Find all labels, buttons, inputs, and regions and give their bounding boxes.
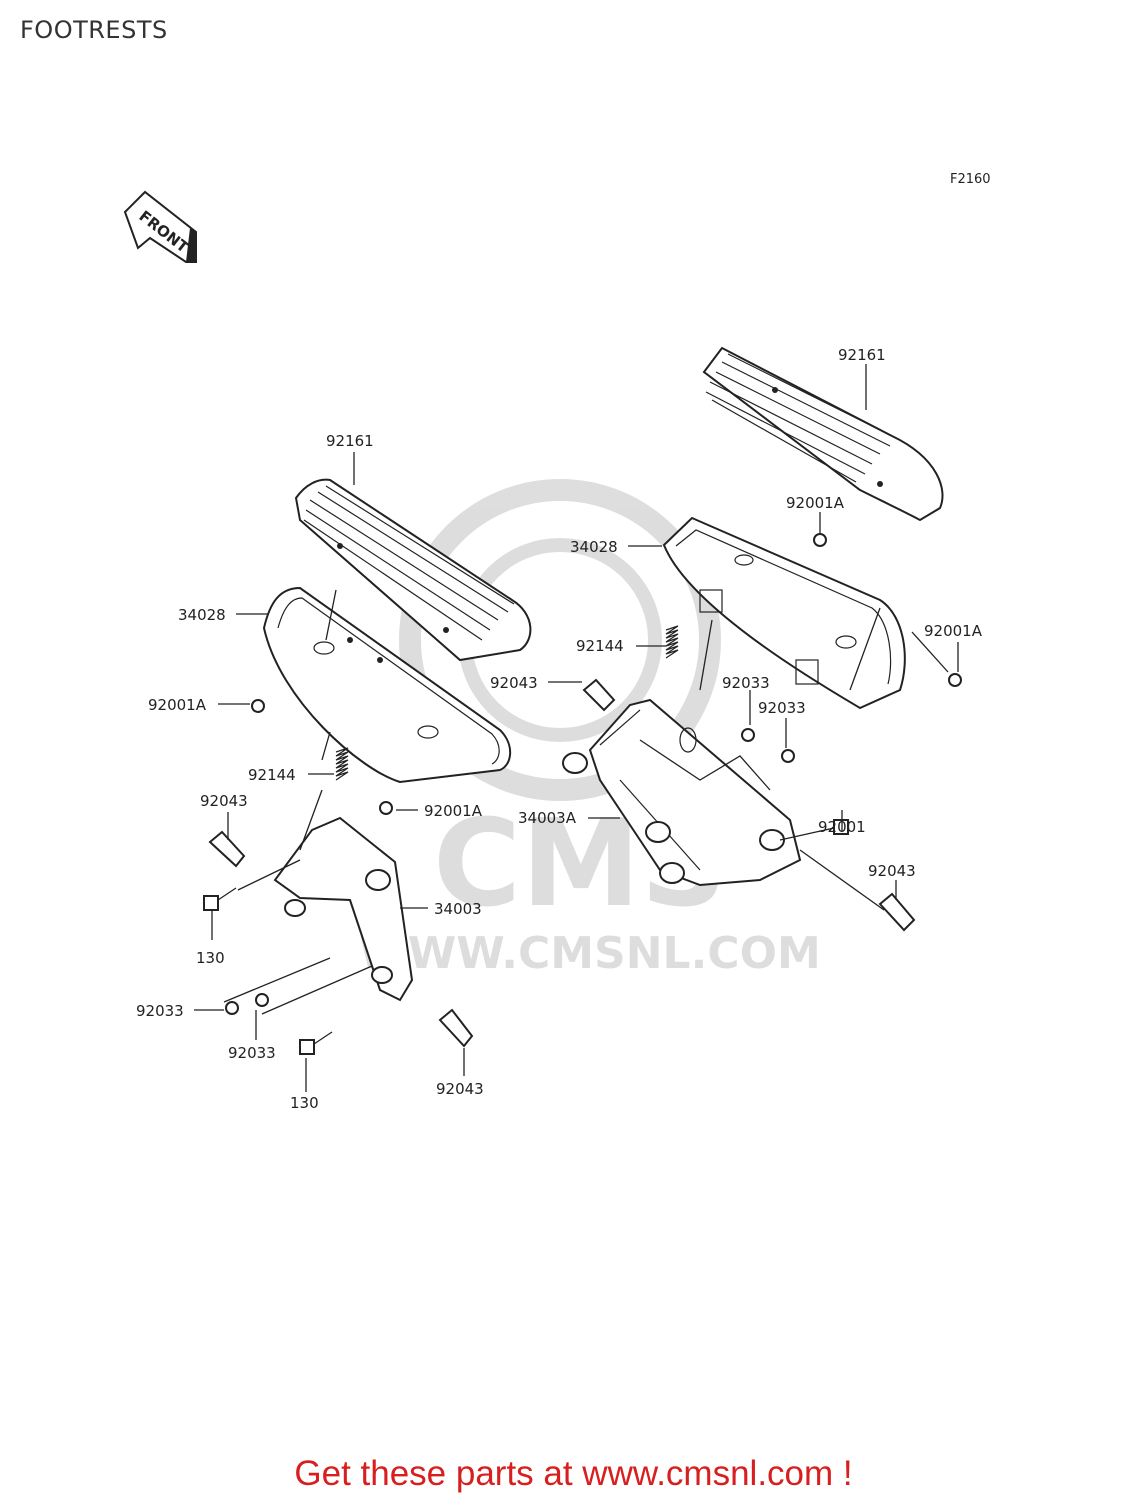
right-spring-icon <box>665 625 679 659</box>
callout-label: 34003 <box>434 900 482 918</box>
diagram-code: F2160 <box>950 172 991 187</box>
bolt-icon <box>203 819 849 1055</box>
callout-label: 92043 <box>868 862 916 880</box>
watermark-url: WWW.CMSNL.COM <box>359 928 821 979</box>
front-arrow-icon: FRONT <box>123 190 197 263</box>
right-bracket <box>562 698 802 887</box>
callout-label: 92161 <box>838 346 886 364</box>
leader-lines <box>194 364 959 1092</box>
callout-label: 92001 <box>818 818 866 836</box>
promo-link[interactable]: Get these parts at www.cmsnl.com ! <box>294 1454 853 1493</box>
callout-label: 92043 <box>490 674 538 692</box>
callout-label: 130 <box>290 1094 319 1112</box>
right-floorboard-pad <box>702 346 944 522</box>
callout-label: 130 <box>196 949 225 967</box>
left-floorboard-base <box>262 586 512 784</box>
pin-icon <box>208 678 916 1048</box>
callout-label: 34028 <box>570 538 618 556</box>
callout-label: 92033 <box>722 674 770 692</box>
callout-label: 92033 <box>136 1002 184 1020</box>
callout-label: 92043 <box>200 792 248 810</box>
callout-label: 92001A <box>924 622 983 640</box>
callout-label: 34003A <box>518 809 577 827</box>
right-floorboard-base <box>662 516 906 710</box>
callout-label: 92144 <box>248 766 296 784</box>
callout-label: 34028 <box>178 606 226 624</box>
callout-label: 92043 <box>436 1080 484 1098</box>
callout-label: 92144 <box>576 637 624 655</box>
page-title: FOOTRESTS <box>20 16 168 44</box>
left-spring-icon <box>335 747 349 781</box>
callout-label: 92001A <box>786 494 845 512</box>
left-bracket <box>273 816 414 1002</box>
callout-labels: 92161 92161 92001A 34028 34028 92001A 92… <box>136 346 983 1112</box>
callout-label: 92001A <box>148 696 207 714</box>
callout-label: 92161 <box>326 432 374 450</box>
callout-label: 92033 <box>228 1044 276 1062</box>
callout-label: 92033 <box>758 699 806 717</box>
fastener-icon <box>225 533 962 1015</box>
left-floorboard-pad <box>294 478 532 662</box>
parts-diagram: CMS WWW.CMSNL.COM FRONT <box>123 190 983 1112</box>
callout-label: 92001A <box>424 802 483 820</box>
